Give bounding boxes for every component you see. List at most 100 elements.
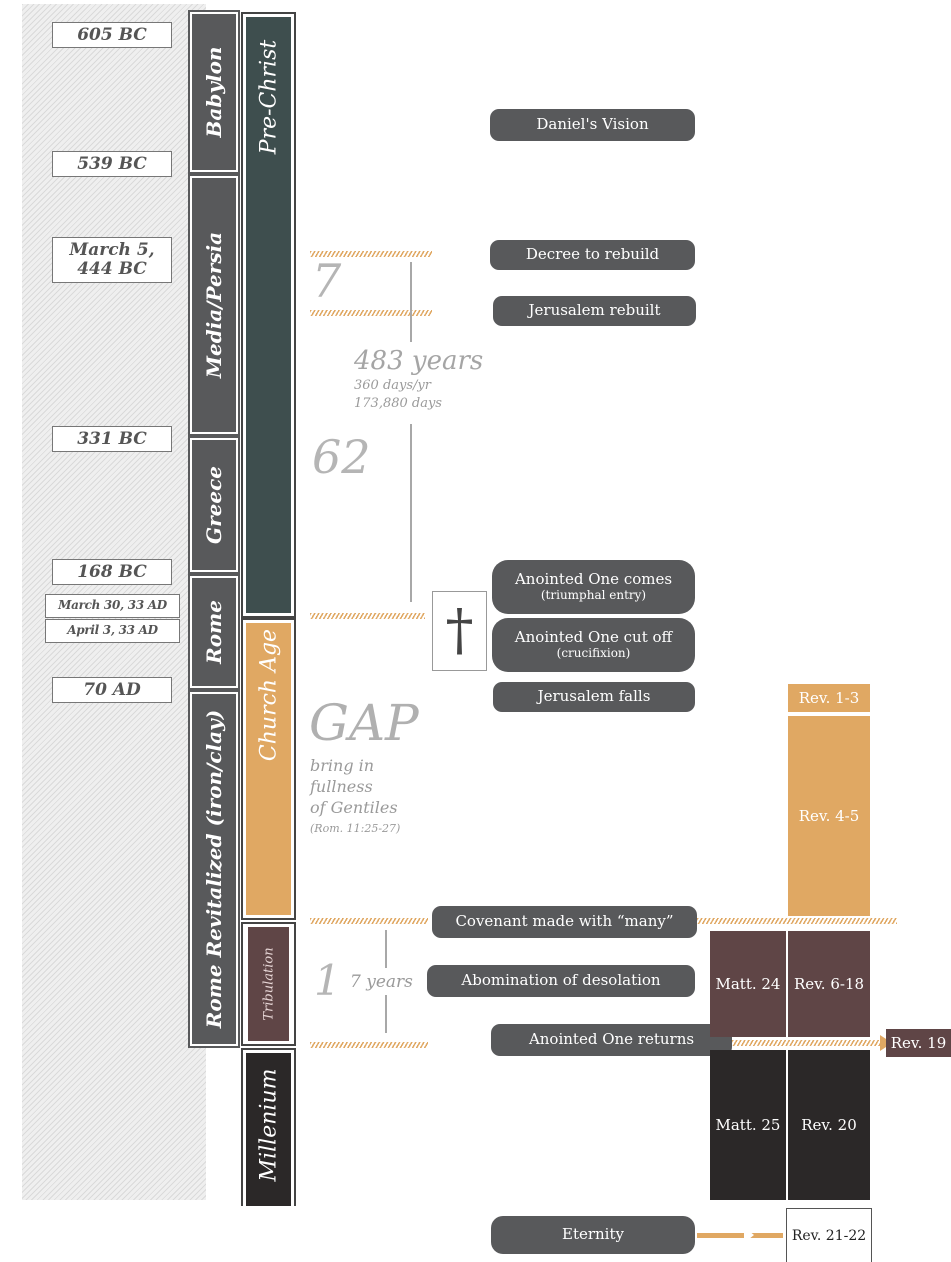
date-label: 331 BC [77,428,147,449]
era-church-age: Church Age [241,618,296,920]
eternity-arrow-head [744,1227,754,1243]
ref-label: Rev. 21-22 [791,1227,867,1244]
days-total: 173,880 days [354,396,442,411]
weeks-seven: 7 [312,254,342,308]
marker-decree [310,251,432,257]
ref-label: Rev. 1-3 [798,689,860,707]
ref-label: Matt. 25 [715,1116,781,1134]
date-label: March 5, [69,240,155,261]
date-label: March 30, 33 AD [58,598,167,613]
event-label: Jerusalem falls [537,687,651,706]
ref-matt-25: Matt. 25 [710,1050,786,1200]
cross-icon: † [445,598,474,663]
date-331bc: 331 BC [52,426,172,452]
marker-covenant-right [697,918,897,924]
date-444bc: March 5, 444 BC [52,237,172,283]
span-line-483 [410,262,412,342]
era-pre-christ: Pre-Christ [241,12,296,618]
seven-years: 7 years [350,972,413,992]
ref-label: Rev. 20 [801,1116,857,1134]
event-label: Eternity [562,1225,624,1244]
years-483: 483 years [354,346,484,376]
event-label: Jerusalem rebuilt [528,301,661,320]
ref-rev-20: Rev. 20 [788,1050,870,1200]
event-label: Anointed One returns [528,1030,695,1049]
empire-media-persia: Media/Persia [188,174,240,436]
event-jerusalem-rebuilt: Jerusalem rebuilt [493,296,696,326]
event-label: Decree to rebuild [525,245,660,264]
era-tribulation: Tribulation [241,922,296,1046]
empire-babylon: Babylon [188,10,240,174]
span-line-483-lower [410,424,412,602]
gap-line2: fullness [310,777,373,796]
span-line-7yr-top [385,930,387,968]
date-march-30-33ad: March 30, 33 AD [45,594,180,618]
event-label: Anointed One cut off [514,628,673,647]
ref-rev-21-22: Rev. 21-22 [786,1208,872,1262]
date-april-3-33ad: April 3, 33 AD [45,619,180,643]
ref-rev-19: Rev. 19 [886,1029,951,1057]
event-anointed-returns: Anointed One returns [491,1024,732,1056]
gap-ref: (Rom. 11:25-27) [310,822,401,835]
days-per-year: 360 days/yr [354,378,431,393]
event-sublabel: (triumphal entry) [540,587,647,602]
event-daniels-vision: Daniel's Vision [490,109,695,141]
gap-line1: bring in [310,756,375,775]
event-eternity: Eternity [491,1216,695,1254]
era-label: Pre-Christ [256,39,281,155]
marker-returns-right [732,1040,882,1046]
era-fill: Millenium [246,1053,291,1206]
event-label: Anointed One comes [514,570,673,589]
empire-label: Media/Persia [202,231,226,379]
event-label: Abomination of desolation [461,971,661,990]
event-anointed-cut-off: Anointed One cut off (crucifixion) [492,618,695,672]
date-label: 70 AD [83,679,141,700]
empire-rome-revitalized: Rome Revitalized (iron/clay) [188,690,240,1048]
era-label: Church Age [256,628,281,762]
event-decree: Decree to rebuild [490,240,695,270]
empire-label: Greece [202,466,226,544]
era-fill: Tribulation [248,927,289,1041]
eternity-arrow-line [697,1233,783,1238]
date-539bc: 539 BC [52,151,172,177]
era-label: Tribulation [261,947,276,1021]
weeks-sixty-two: 62 [312,430,371,484]
date-label: April 3, 33 AD [67,623,158,638]
ref-rev-4-5: Rev. 4-5 [788,716,870,916]
cross-box: † [432,591,487,671]
event-label: Daniel's Vision [536,115,649,134]
ref-label: Rev. 6-18 [793,975,865,993]
event-abomination: Abomination of desolation [427,965,695,997]
ref-label: Matt. 24 [715,975,781,993]
event-label: Covenant made with “many” [455,912,674,931]
empire-rome: Rome [188,574,240,690]
era-fill: Church Age [246,623,291,915]
date-label: 168 BC [77,561,147,582]
date-label: 605 BC [77,24,147,45]
ref-rev-1-3: Rev. 1-3 [788,684,870,712]
ref-matt-24: Matt. 24 [710,931,786,1037]
marker-rebuilt [310,310,432,316]
date-label: 539 BC [77,153,147,174]
gap-title: GAP [309,694,419,752]
date-label: 444 BC [77,259,147,279]
event-sublabel: (crucifixion) [556,645,631,660]
event-jerusalem-falls: Jerusalem falls [493,682,695,712]
ref-label: Rev. 4-5 [798,807,860,825]
event-covenant: Covenant made with “many” [432,906,697,938]
era-millenium: Millenium [241,1048,296,1206]
gap-line3: of Gentiles [310,798,398,817]
empire-greece: Greece [188,436,240,574]
empire-label: Babylon [202,46,226,138]
date-70ad: 70 AD [52,677,172,703]
era-fill: Pre-Christ [246,17,291,613]
weeks-one: 1 [314,956,341,1005]
empire-label: Rome [202,600,226,664]
event-anointed-comes: Anointed One comes (triumphal entry) [492,560,695,614]
empire-label: Rome Revitalized (iron/clay) [202,709,226,1029]
span-line-7yr-bottom [385,995,387,1033]
date-168bc: 168 BC [52,559,172,585]
marker-anointed-comes [310,613,425,619]
era-label: Millenium [256,1068,281,1182]
marker-covenant [310,918,428,924]
